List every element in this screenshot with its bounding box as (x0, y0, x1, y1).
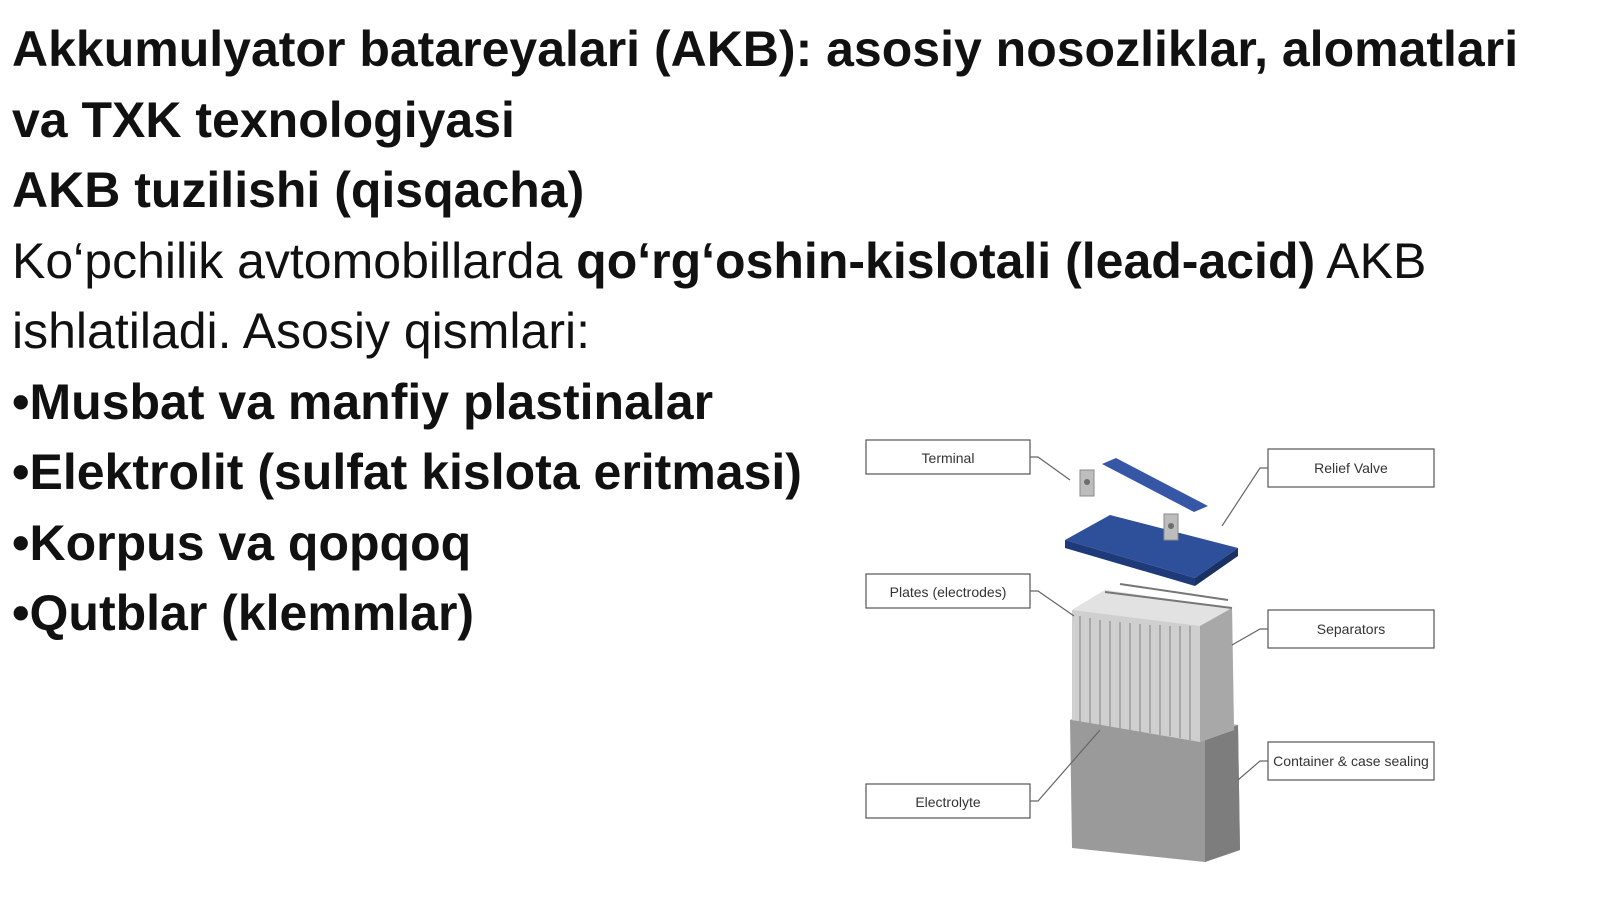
intro-text-start: Ko‘pchilik avtomobillarda (12, 232, 577, 289)
relief-valve-strip (1102, 458, 1208, 512)
label-relief-valve: Relief Valve (1267, 448, 1435, 488)
intro-text-bold: qo‘rg‘oshin-kislotali (lead-acid) (576, 232, 1316, 289)
intro-paragraph: Ko‘pchilik avtomobillarda qo‘rg‘oshin-ki… (12, 226, 1582, 367)
label-relief-valve-text: Relief Valve (1314, 460, 1388, 476)
label-plates-text: Plates (electrodes) (890, 584, 1007, 600)
battery-plates (1072, 583, 1234, 742)
label-terminal: Terminal (865, 439, 1031, 475)
label-separators-text: Separators (1317, 621, 1385, 637)
label-container: Container & case sealing (1267, 741, 1435, 781)
bullet-item: •Korpus va qopqoq (12, 514, 472, 571)
bullet-item: •Elektrolit (sulfat kislota eritmasi) (12, 444, 802, 500)
label-electrolyte-text: Electrolyte (915, 794, 981, 810)
leader-lines (1030, 456, 1268, 802)
bullet-item: •Musbat va manfiy plastinalar (12, 373, 714, 430)
title-line-1: Akkumulyator batareyalari (AKB): asosiy … (12, 21, 1519, 77)
terminal-post-right (1163, 513, 1179, 541)
label-terminal-text: Terminal (922, 450, 975, 466)
battery-lid (1065, 515, 1238, 586)
terminal-post-left (1079, 469, 1095, 497)
label-separators: Separators (1267, 609, 1435, 649)
subtitle: AKB tuzilishi (qisqacha) (12, 162, 585, 218)
label-container-text: Container & case sealing (1273, 753, 1429, 769)
intro-text-end: AKB ishlatiladi. Asosiy qismlari: (12, 232, 1427, 360)
title-line-2: va TXK texnologiyasi (12, 91, 515, 148)
slide-text: Akkumulyator batareyalari (AKB): asosiy … (12, 14, 1582, 649)
label-plates: Plates (electrodes) (865, 573, 1031, 609)
battery-diagram: Terminal Relief Valve Plates (electrodes… (865, 439, 1435, 862)
label-electrolyte: Electrolyte (865, 783, 1031, 819)
bullet-item: •Qutblar (klemmlar) (12, 585, 475, 641)
